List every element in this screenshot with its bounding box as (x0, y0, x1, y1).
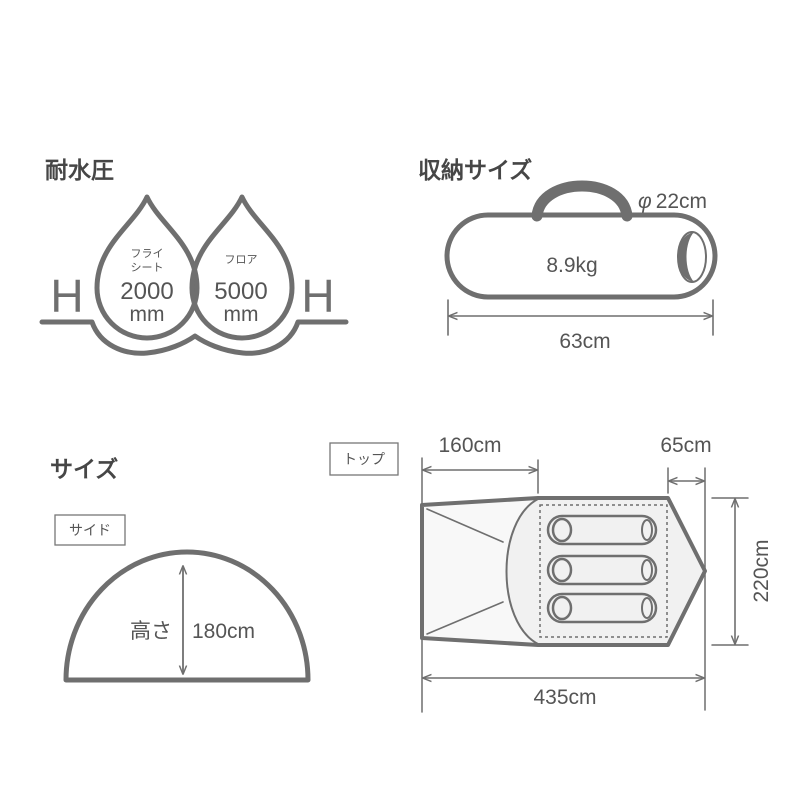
fly-sheet-label-line1: フライ (131, 248, 164, 260)
sleeping-bag (546, 592, 658, 624)
sleeping-bag-foot (641, 559, 653, 581)
sleeping-bag-body (546, 554, 658, 586)
bag-weight: 8.9kg (546, 254, 597, 277)
sleeping-bag-body (546, 592, 658, 624)
bag-length: 63cm (559, 330, 610, 353)
fly-sheet-drop (94, 194, 200, 341)
fly-sheet-unit: mm (130, 303, 165, 326)
diameter-symbol: φ (638, 190, 652, 213)
tent-width: 220cm (750, 539, 773, 602)
sleeping-bag-body (546, 514, 658, 546)
top-view-tab-label: トップ (343, 451, 385, 467)
water-pressure-section: 耐水圧 H H フライ シート 2000 mm フロア 5000 mm (39, 157, 349, 356)
sleeping-bag-head (551, 557, 573, 583)
side-view: サイド 高さ 180cm (54, 514, 311, 683)
size-section: サイズ サイド 高さ 180cm トップ (50, 434, 773, 713)
vestibule-length: 160cm (438, 434, 501, 457)
storage-bag (444, 212, 718, 300)
fly-sheet-label-line2: シート (131, 262, 164, 274)
floor-value: 5000 (214, 278, 267, 305)
sleeping-bag-head (551, 517, 573, 543)
fly-outline (420, 496, 707, 647)
height-value: 180cm (192, 620, 255, 643)
total-length: 435cm (533, 686, 596, 709)
bag-end-crescent (677, 232, 694, 282)
sleeping-bag-foot (641, 519, 653, 541)
bag-handle (531, 180, 633, 222)
sleeping-bag-foot (641, 597, 653, 619)
sleeping-bag (546, 514, 658, 546)
floor-unit: mm (224, 303, 259, 326)
fly-sheet-value: 2000 (120, 278, 173, 305)
size-title: サイズ (50, 456, 118, 482)
top-view: トップ (329, 434, 773, 713)
vestibule-seam-bottom (426, 601, 504, 635)
end-length: 65cm (660, 434, 711, 457)
door-curve (505, 498, 539, 645)
dome-outline (63, 549, 311, 683)
side-view-tab (54, 514, 126, 546)
sleeping-bag-head (551, 595, 573, 621)
side-view-tab-label: サイド (69, 522, 111, 538)
inner-tent-floor (539, 504, 668, 638)
sleeping-bag (546, 554, 658, 586)
vestibule-area (422, 498, 538, 645)
height-label: 高さ (130, 620, 172, 643)
water-pressure-title: 耐水圧 (45, 157, 114, 183)
floor-label: フロア (225, 254, 258, 266)
vestibule-seam-top (426, 508, 504, 543)
diameter-value: 22cm (656, 190, 707, 213)
storage-title: 収納サイズ (418, 157, 532, 183)
floor-drop (189, 194, 295, 341)
height-mark-right: H (301, 270, 334, 322)
top-view-tab (329, 442, 399, 476)
height-mark-left: H (50, 270, 83, 322)
ground-outline (39, 319, 349, 356)
